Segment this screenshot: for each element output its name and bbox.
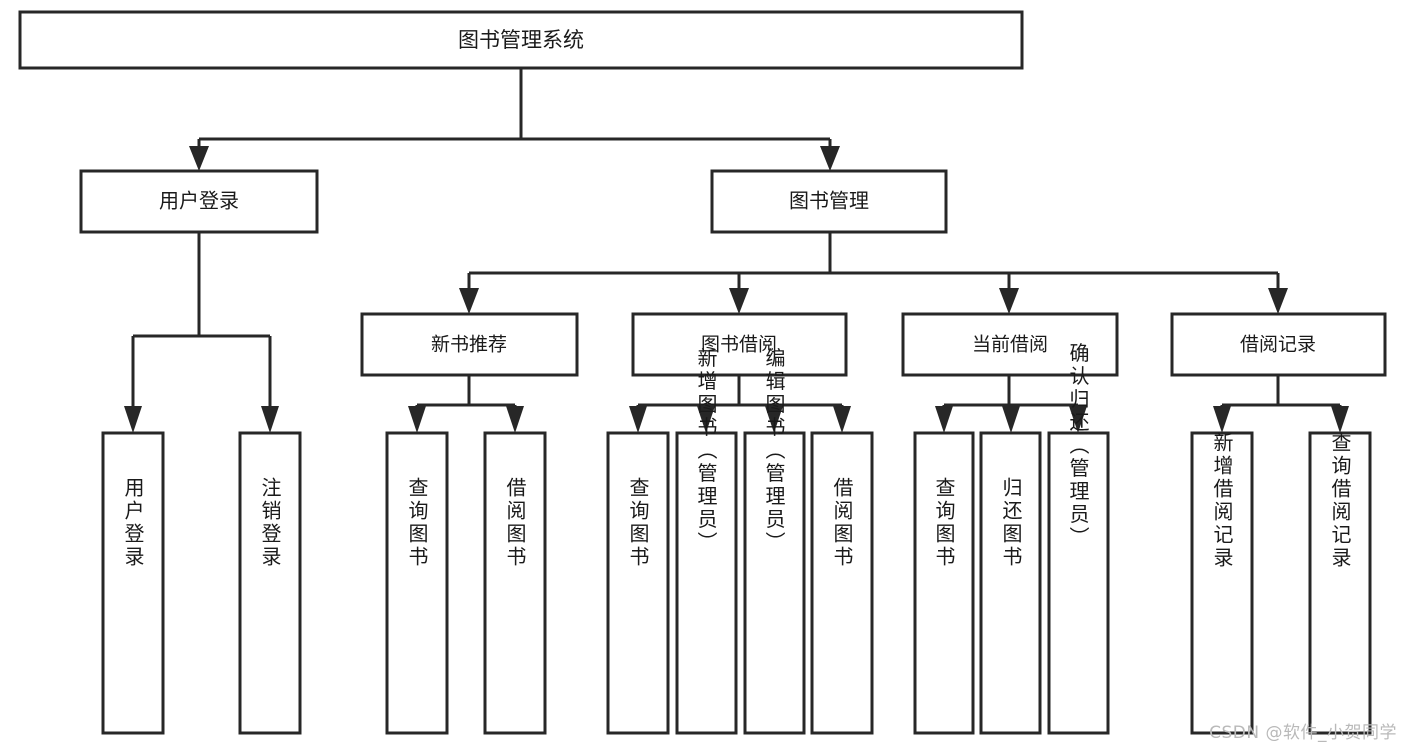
connector-group-bookmgmt	[459, 232, 1288, 314]
leaf-box[interactable]	[483, 431, 547, 735]
leaf-box[interactable]	[385, 431, 449, 735]
node-book-borrow-label: 图书借阅	[701, 334, 777, 356]
arrow-head-leaf-current-3	[1069, 406, 1087, 433]
leaf-node[interactable]: 归还图书	[979, 431, 1042, 735]
leaf-label: 归还图书	[999, 477, 1023, 569]
leaf-node[interactable]: 新增借阅记录	[1190, 431, 1254, 735]
node-new-book-recommend[interactable]: 新书推荐	[360, 312, 579, 377]
arrow-head-current	[999, 288, 1019, 314]
leaf-label: 编辑图书（管理员）	[762, 347, 786, 554]
node-book-management-label: 图书管理	[789, 189, 869, 213]
node-new-book-recommend-box[interactable]	[360, 312, 579, 377]
arrow-head-newbook	[459, 288, 479, 314]
leaf-label: 借阅图书	[830, 477, 854, 569]
leaf-box[interactable]	[979, 431, 1042, 735]
leaf-box[interactable]	[606, 431, 670, 735]
leaf-box[interactable]	[1190, 431, 1254, 735]
leaf-box[interactable]	[810, 431, 874, 735]
leaf-node[interactable]: 用户登录	[101, 431, 165, 735]
leaf-node[interactable]: 编辑图书（管理员）	[743, 347, 806, 735]
node-book-management-box[interactable]	[710, 169, 948, 234]
arrow-head-bookmgmt	[820, 146, 840, 171]
connector-group-borrow	[629, 375, 851, 433]
connector-group-current	[935, 375, 1087, 433]
leaf-label: 用户登录	[121, 477, 145, 569]
leaf-label: 借阅图书	[503, 477, 527, 569]
arrow-head-userlogin	[189, 146, 209, 171]
arrow-head-leaf-current-1	[935, 406, 953, 433]
node-root[interactable]: 图书管理系统	[18, 10, 1024, 70]
arrow-head-leaf-newbook-1	[408, 406, 426, 433]
leaf-label: 查询借阅记录	[1328, 432, 1352, 570]
leaf-label: 查询图书	[932, 477, 956, 569]
node-borrow-record-label: 借阅记录	[1240, 334, 1316, 356]
leaf-node[interactable]: 查询借阅记录	[1308, 431, 1372, 735]
node-book-management[interactable]: 图书管理	[710, 169, 948, 234]
leaf-label: 确认归还（管理员）	[1066, 342, 1090, 549]
node-borrow-record-box[interactable]	[1170, 312, 1387, 377]
node-new-book-recommend-label: 新书推荐	[431, 334, 507, 356]
node-book-borrow-box[interactable]	[631, 312, 848, 377]
csdn-watermark: CSDN @软件_小贺同学	[1209, 723, 1397, 743]
node-book-borrow[interactable]: 图书借阅	[631, 312, 848, 377]
leaf-box[interactable]	[675, 431, 738, 735]
node-current-borrow-label: 当前借阅	[972, 334, 1048, 356]
connector-group-newbook	[408, 375, 524, 433]
leaf-node[interactable]: 借阅图书	[483, 431, 547, 735]
leaf-node[interactable]: 借阅图书	[810, 431, 874, 735]
node-root-box[interactable]	[18, 10, 1024, 70]
arrow-head-leaf-record-1	[1213, 406, 1231, 433]
leaf-label: 新增借阅记录	[1210, 432, 1234, 570]
arrow-head-leaf-record-2	[1331, 406, 1349, 433]
leaf-box[interactable]	[101, 431, 165, 735]
leaf-label: 查询图书	[626, 477, 650, 569]
connector-group-userlogin	[124, 232, 279, 433]
leaf-label: 注销登录	[258, 477, 282, 569]
connector-group-root	[189, 68, 840, 171]
node-borrow-record[interactable]: 借阅记录	[1170, 312, 1387, 377]
leaf-node[interactable]: 新增图书（管理员）	[675, 347, 738, 735]
node-user-login-label: 用户登录	[159, 189, 239, 213]
arrow-head-leaf-userlogin-2	[261, 406, 279, 433]
node-user-login[interactable]: 用户登录	[79, 169, 319, 234]
leaf-node[interactable]: 确认归还（管理员）	[1047, 342, 1110, 735]
node-current-borrow[interactable]: 当前借阅	[901, 312, 1119, 377]
leaf-label: 新增图书（管理员）	[694, 347, 718, 554]
leaf-node[interactable]: 查询图书	[385, 431, 449, 735]
node-root-label: 图书管理系统	[458, 28, 584, 52]
node-current-borrow-box[interactable]	[901, 312, 1119, 377]
connector-group-record	[1213, 375, 1349, 433]
arrow-head-borrow	[729, 288, 749, 314]
arrow-head-leaf-newbook-2	[506, 406, 524, 433]
leaf-box[interactable]	[1047, 431, 1110, 735]
leaf-box[interactable]	[238, 431, 302, 735]
leaf-box[interactable]	[1308, 431, 1372, 735]
arrow-head-leaf-userlogin-1	[124, 406, 142, 433]
arrow-head-leaf-borrow-2	[697, 406, 715, 433]
arrow-head-leaf-current-2	[1002, 406, 1020, 433]
leaf-box[interactable]	[743, 431, 806, 735]
leaf-node[interactable]: 注销登录	[238, 431, 302, 735]
node-user-login-box[interactable]	[79, 169, 319, 234]
arrow-head-leaf-borrow-4	[833, 406, 851, 433]
leaf-node[interactable]: 查询图书	[606, 431, 670, 735]
leaf-node[interactable]: 查询图书	[913, 431, 975, 735]
arrow-head-record	[1268, 288, 1288, 314]
leaf-box[interactable]	[913, 431, 975, 735]
arrow-head-leaf-borrow-1	[629, 406, 647, 433]
leaf-label: 查询图书	[405, 477, 429, 569]
arrow-head-leaf-borrow-3	[765, 406, 783, 433]
